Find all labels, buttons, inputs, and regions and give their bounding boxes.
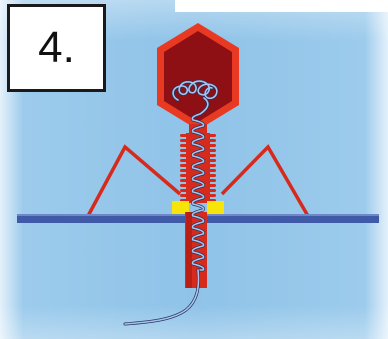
step-number-label: 4. — [7, 4, 106, 92]
baseplate-right — [207, 201, 224, 216]
